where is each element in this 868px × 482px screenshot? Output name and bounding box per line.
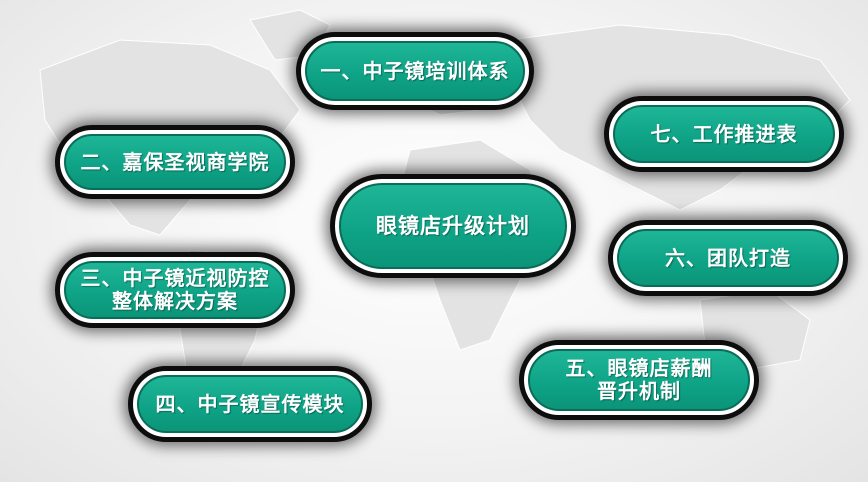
module-node-label: 四、中子镜宣传模块 [137, 375, 363, 433]
module-node-label: 七、工作推进表 [613, 105, 835, 163]
module-node-label: 六、团队打造 [617, 229, 839, 287]
module-node-salary-promotion: 五、眼镜店薪酬 晋升机制 [519, 340, 759, 420]
module-node-label: 一、中子镜培训体系 [305, 41, 525, 101]
module-node-promotion-module: 四、中子镜宣传模块 [128, 366, 372, 442]
center-node-label: 眼镜店升级计划 [339, 183, 567, 269]
module-node-team-building: 六、团队打造 [608, 220, 848, 296]
module-node-myopia-solution: 三、中子镜近视防控 整体解决方案 [55, 252, 295, 328]
module-node-work-schedule: 七、工作推进表 [604, 96, 844, 172]
center-node: 眼镜店升级计划 [330, 174, 576, 278]
module-node-label: 三、中子镜近视防控 整体解决方案 [64, 261, 286, 319]
module-node-label: 五、眼镜店薪酬 晋升机制 [528, 349, 750, 411]
module-node-label: 二、嘉保圣视商学院 [64, 134, 286, 190]
module-node-training-system: 一、中子镜培训体系 [296, 32, 534, 110]
module-node-business-school: 二、嘉保圣视商学院 [55, 125, 295, 199]
